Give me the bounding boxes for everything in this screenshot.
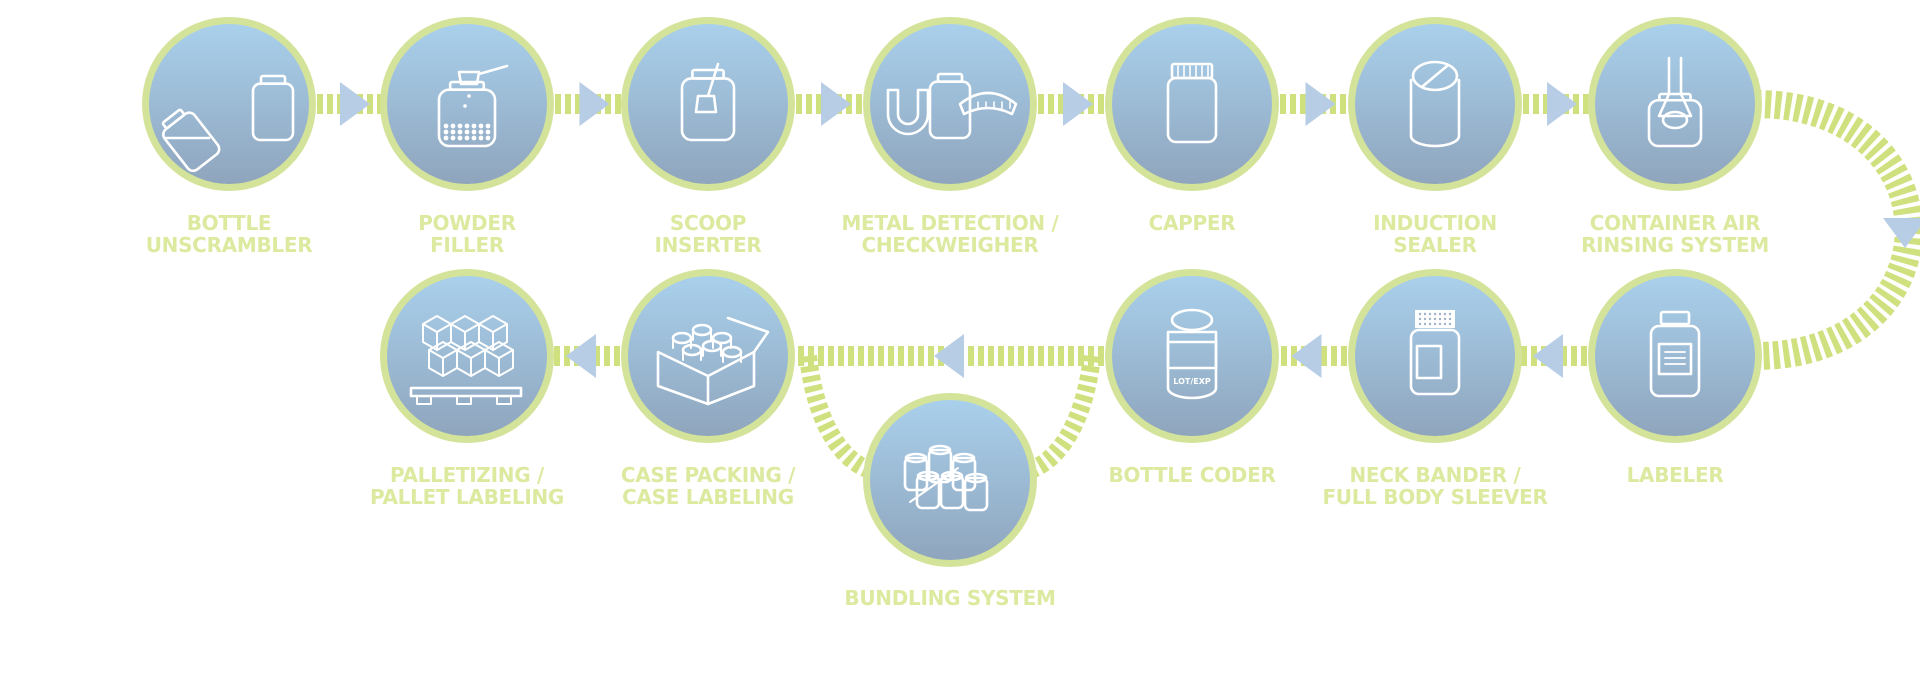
step-palletizing: PALLETIZING /PALLET LABELING bbox=[370, 269, 564, 509]
step-label-line: CONTAINER AIR bbox=[1590, 211, 1761, 235]
step-bundling-system: BUNDLING SYSTEM bbox=[844, 393, 1056, 610]
capped-bottle-icon bbox=[1166, 62, 1218, 144]
coded-bottle-icon: LOT/EXP bbox=[1166, 308, 1218, 400]
seal-bottle-icon bbox=[1409, 60, 1461, 148]
step-label-line: BOTTLE CODER bbox=[1108, 463, 1275, 487]
step-label-line: SEALER bbox=[1393, 233, 1477, 257]
arrow-left-icon bbox=[1291, 334, 1322, 378]
step-label-line: UNSCRAMBLER bbox=[146, 233, 313, 257]
arrow-right-icon bbox=[1547, 82, 1577, 126]
arrow-right-icon bbox=[1063, 82, 1093, 126]
code-text: LOT/EXP bbox=[1173, 377, 1211, 386]
powder-filler-icon bbox=[437, 64, 509, 148]
arrow-right-icon bbox=[340, 82, 370, 126]
step-circle bbox=[870, 24, 1030, 184]
step-circle bbox=[387, 24, 547, 184]
step-label-line: PALLET LABELING bbox=[370, 485, 564, 509]
step-circle bbox=[149, 24, 309, 184]
arrow-left-icon bbox=[934, 334, 964, 378]
step-capper: CAPPER bbox=[1105, 17, 1279, 235]
step-label-line: CAPPER bbox=[1149, 211, 1236, 235]
step-label-line: CASE LABELING bbox=[622, 485, 794, 509]
step-case-packing: CASE PACKING /CASE LABELING bbox=[621, 269, 796, 509]
step-circle bbox=[628, 276, 788, 436]
step-circle bbox=[1112, 276, 1272, 436]
bundle-icon bbox=[903, 444, 989, 512]
step-label-line: FULL BODY SLEEVER bbox=[1322, 485, 1547, 509]
step-circle bbox=[1355, 276, 1515, 436]
step-label-line: CHECKWEIGHER bbox=[861, 233, 1038, 257]
step-label-line: PALLETIZING / bbox=[390, 463, 545, 487]
step-circle bbox=[628, 24, 788, 184]
labeled-bottle-icon bbox=[1649, 310, 1701, 398]
step-label-line: POWDER bbox=[418, 211, 516, 235]
step-circle bbox=[1595, 276, 1755, 436]
case-box-icon bbox=[656, 316, 770, 406]
step-circle bbox=[1112, 24, 1272, 184]
step-label-line: FILLER bbox=[430, 233, 504, 257]
arrow-right-icon bbox=[579, 82, 610, 126]
step-label-line: RINSING SYSTEM bbox=[1581, 233, 1769, 257]
step-label-line: SCOOP bbox=[670, 211, 746, 235]
step-label-line: METAL DETECTION / bbox=[841, 211, 1059, 235]
step-circle bbox=[1595, 24, 1755, 184]
connector-curve bbox=[1754, 90, 1920, 370]
sleeved-bottle-icon bbox=[1409, 310, 1461, 396]
step-label-line: BOTTLE bbox=[187, 211, 272, 235]
step-label-line: INDUCTION bbox=[1373, 211, 1497, 235]
connector-curve bbox=[799, 354, 874, 479]
scoop-inserter-icon bbox=[680, 62, 736, 142]
step-labeler: LABELER bbox=[1588, 269, 1762, 487]
arrow-right-icon bbox=[821, 82, 851, 126]
connectors bbox=[307, 82, 1920, 479]
arrow-right-icon bbox=[1305, 82, 1336, 126]
step-bottle-coder: LOT/EXP BOTTLE CODER bbox=[1105, 269, 1279, 487]
step-metal-detection: METAL DETECTION /CHECKWEIGHER bbox=[841, 17, 1060, 257]
arrow-down-icon bbox=[1883, 218, 1920, 248]
step-label-line: NECK BANDER / bbox=[1349, 463, 1521, 487]
arrow-left-icon bbox=[1533, 334, 1563, 378]
step-label-line: CASE PACKING / bbox=[621, 463, 796, 487]
arrow-left-icon bbox=[566, 334, 596, 378]
connector-curve bbox=[1026, 354, 1101, 479]
step-circle bbox=[1355, 24, 1515, 184]
air-nozzle-bottle-icon bbox=[1647, 56, 1703, 148]
pallet-icon bbox=[409, 315, 523, 405]
step-neck-bander: NECK BANDER /FULL BODY SLEEVER bbox=[1322, 269, 1548, 509]
bottle-unscrambler-icon bbox=[161, 74, 295, 173]
step-label-line: LABELER bbox=[1627, 463, 1724, 487]
magnet-scale-icon bbox=[886, 72, 1018, 140]
step-label-line: INSERTER bbox=[654, 233, 761, 257]
step-label-line: BUNDLING SYSTEM bbox=[844, 586, 1055, 610]
